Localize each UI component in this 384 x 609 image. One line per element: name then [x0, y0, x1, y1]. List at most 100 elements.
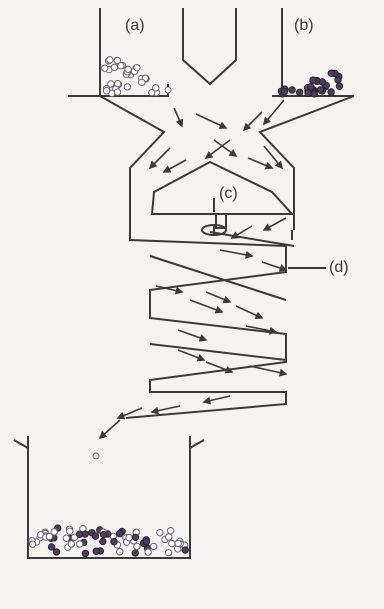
light-particle — [67, 540, 76, 548]
dark-particle — [327, 88, 335, 96]
flow-arrow — [150, 405, 181, 415]
dark-particle — [181, 546, 189, 554]
light-particle — [168, 539, 176, 548]
light-particle — [66, 527, 74, 535]
light-particle — [148, 88, 156, 97]
dark-particle — [131, 533, 140, 541]
rotor-housing — [150, 160, 295, 215]
label-d: (d) — [329, 259, 349, 276]
light-particle — [76, 540, 84, 548]
light-particle — [156, 528, 164, 537]
flow-arrow — [173, 107, 184, 128]
dark-particle — [92, 547, 100, 555]
dark-particle — [295, 88, 304, 97]
dark-particle — [318, 78, 327, 86]
light-particle — [106, 56, 114, 64]
dark-particle — [309, 76, 317, 84]
flow-arrow — [261, 261, 288, 272]
light-particle — [107, 80, 115, 88]
dark-particle — [327, 69, 336, 77]
flow-arrow — [204, 139, 231, 159]
dark-particle — [335, 82, 344, 90]
flow-arrow — [155, 285, 184, 295]
flow-arrow — [205, 361, 234, 374]
light-particle — [50, 528, 58, 536]
label-b: (b) — [294, 17, 314, 34]
light-particle — [102, 87, 111, 95]
light-particle — [113, 80, 122, 88]
light-particle — [117, 62, 125, 70]
light-particle — [92, 452, 100, 460]
light-particle — [165, 533, 173, 541]
flow-arrow — [148, 147, 171, 170]
light-particle — [123, 83, 132, 91]
flow-arrow — [213, 139, 238, 157]
dark-particle — [142, 538, 151, 546]
dark-particle — [99, 537, 107, 546]
dark-particle — [81, 549, 90, 558]
dark-particle — [310, 90, 318, 98]
flow-arrow — [263, 145, 284, 170]
flow-arrow — [177, 329, 208, 342]
dark-particle — [280, 87, 289, 96]
light-particle — [149, 542, 158, 551]
light-particle — [113, 56, 122, 65]
light-particle — [133, 63, 141, 72]
flow-arrow — [230, 225, 253, 239]
light-particle — [166, 527, 175, 535]
light-particle — [28, 540, 37, 548]
dark-particle — [131, 549, 139, 557]
flow-arrow — [262, 217, 287, 231]
flow-arrow — [262, 99, 285, 126]
light-particle — [116, 548, 124, 556]
flow-arrow — [177, 349, 206, 362]
dark-particle — [316, 86, 325, 94]
light-particle — [125, 533, 133, 542]
flow-arrow — [245, 325, 278, 335]
flow-arrow — [205, 291, 232, 304]
dark-particle — [307, 83, 315, 91]
zigzag-channel — [125, 230, 295, 419]
flow-arrow — [98, 419, 121, 440]
spinning-rotor-icon — [201, 224, 227, 236]
light-particle — [133, 542, 141, 551]
flow-arrow — [247, 157, 274, 170]
light-particle — [164, 86, 172, 94]
dark-particle — [99, 530, 108, 539]
light-particle — [124, 65, 132, 74]
flow-arrow — [202, 395, 231, 405]
dark-particle — [75, 530, 84, 539]
light-particle — [110, 63, 119, 72]
flow-arrow — [242, 111, 263, 132]
flow-arrow — [195, 113, 228, 129]
flow-arrow — [219, 249, 254, 259]
collector-bin — [27, 436, 191, 559]
dark-particle — [304, 89, 312, 97]
flow-arrow — [162, 159, 187, 173]
dark-particle — [288, 86, 296, 94]
light-particle — [164, 548, 173, 557]
bin-lip-right — [189, 439, 205, 449]
light-particle — [152, 84, 160, 92]
label-a: (a) — [125, 17, 145, 34]
dark-particle — [47, 543, 56, 551]
flow-arrow — [116, 407, 143, 420]
light-particle — [101, 64, 109, 72]
light-particle — [174, 539, 182, 548]
light-particle — [144, 548, 152, 556]
dark-particle — [91, 532, 100, 540]
dark-particle — [115, 529, 124, 538]
light-particle — [45, 532, 54, 541]
flow-arrow — [235, 305, 264, 319]
dark-particle — [110, 538, 118, 546]
funnel-right — [258, 95, 355, 230]
label-c: (c) — [219, 185, 238, 202]
bin-lip-left — [13, 439, 29, 449]
rotor-shaft — [215, 213, 227, 229]
funnel-left — [99, 95, 166, 230]
dark-particle — [334, 76, 342, 84]
light-particle — [113, 88, 122, 96]
flow-arrow — [249, 365, 288, 377]
